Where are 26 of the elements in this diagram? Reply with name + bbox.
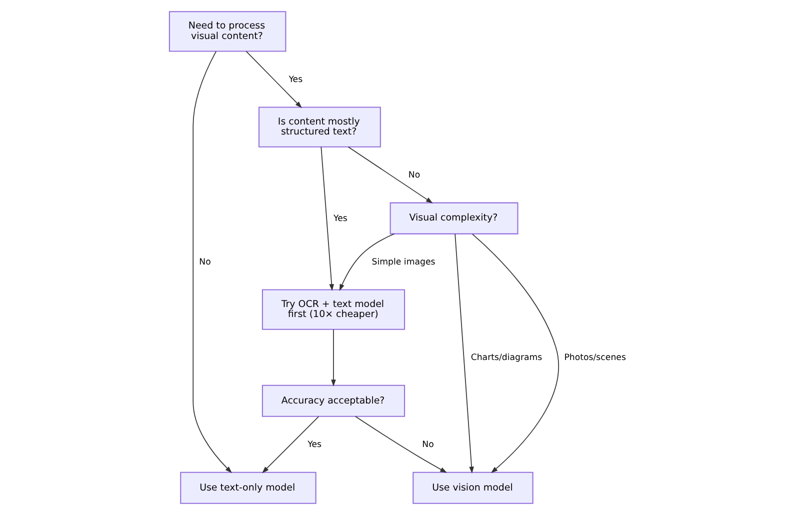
node-box: Use text-only model [180,472,316,504]
node-box: Accuracy acceptable? [262,384,406,417]
arrow [331,329,336,386]
edge-label: No [199,257,211,268]
node-box: Need to process visual content? [168,11,286,52]
arrow [348,146,433,204]
arrow [320,146,334,291]
node-box: Visual complexity? [390,202,518,234]
edge-label: No [408,170,420,180]
arrow [246,50,302,108]
arrow [472,234,559,474]
arrow [339,233,395,291]
arrow [354,416,448,473]
edge-label: Photos/scenes [564,352,626,363]
node-box: Use vision model [412,472,534,504]
edge-label: Yes [288,74,303,85]
node-box: Try OCR + text model first (10× cheaper) [262,289,406,330]
arrow [192,50,232,474]
edge-label: Simple images [372,257,436,268]
edge-label: Charts/diagrams [470,352,542,363]
node-box: Is content mostly structured text? [258,106,381,148]
arrow [262,416,320,474]
edge-label: Yes [333,214,348,224]
edge-label: No [422,440,434,450]
edge-label: Yes [308,440,322,450]
arrow [454,234,474,474]
